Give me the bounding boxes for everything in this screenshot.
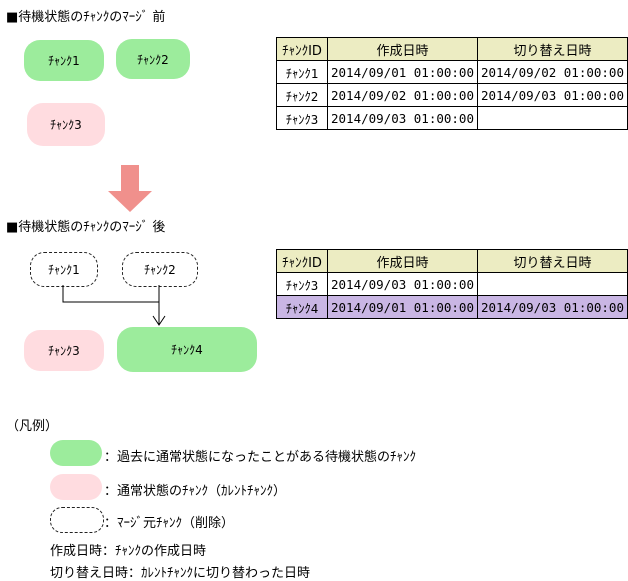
legend-note-created: 作成日時：ﾁｬﾝｸの作成日時 (50, 544, 207, 559)
legend-green-label: ：過去に通常状態になったことがある待機状態のﾁｬﾝｸ (104, 450, 417, 465)
cell-switched: 2014/09/02 01:00:00 (477, 60, 628, 84)
after-section-title: ■待機状態のﾁｬﾝｸのﾏｰｼﾞ 後 (6, 220, 166, 235)
cell-switched (477, 106, 628, 130)
after-chunk3: ﾁｬﾝｸ3 (24, 330, 104, 371)
cell-chunk-id: ﾁｬﾝｸ2 (276, 83, 328, 107)
table-row-highlighted: ﾁｬﾝｸ4 2014/09/01 01:00:00 2014/09/03 01:… (276, 295, 628, 319)
before-chunk3: ﾁｬﾝｸ3 (27, 103, 105, 146)
table-row: ﾁｬﾝｸ3 2014/09/03 01:00:00 (276, 272, 628, 296)
legend-note-switched: 切り替え日時：ｶﾚﾝﾄﾁｬﾝｸに切り替わった日時 (50, 566, 311, 581)
col-header-created: 作成日時 (327, 249, 478, 273)
col-header-chunk-id: ﾁｬﾝｸID (276, 37, 328, 61)
cell-switched: 2014/09/03 01:00:00 (477, 83, 628, 107)
legend-title: （凡例） (6, 419, 59, 434)
after-table-header-row: ﾁｬﾝｸID 作成日時 切り替え日時 (276, 249, 628, 273)
before-chunk1: ﾁｬﾝｸ1 (24, 40, 104, 81)
merge-connector-lines (62, 285, 166, 326)
table-row: ﾁｬﾝｸ1 2014/09/01 01:00:00 2014/09/02 01:… (276, 60, 628, 84)
before-table: ﾁｬﾝｸID 作成日時 切り替え日時 ﾁｬﾝｸ1 2014/09/01 01:0… (276, 37, 628, 130)
cell-created: 2014/09/02 01:00:00 (327, 83, 478, 107)
cell-chunk-id: ﾁｬﾝｸ4 (276, 295, 328, 319)
legend-dashed-swatch (50, 507, 104, 533)
legend-dashed-label: ：ﾏｰｼﾞ元ﾁｬﾝｸ（削除） (104, 516, 235, 531)
col-header-switched: 切り替え日時 (477, 37, 628, 61)
cell-created: 2014/09/01 01:00:00 (327, 295, 478, 319)
cell-switched (477, 272, 628, 296)
cell-created: 2014/09/03 01:00:00 (327, 106, 478, 130)
merge-transition-arrow-icon (108, 165, 152, 212)
cell-chunk-id: ﾁｬﾝｸ3 (276, 272, 328, 296)
legend-pink-label: ：通常状態のﾁｬﾝｸ（ｶﾚﾝﾄﾁｬﾝｸ） (104, 484, 287, 499)
before-table-header-row: ﾁｬﾝｸID 作成日時 切り替え日時 (276, 37, 628, 61)
cell-created: 2014/09/03 01:00:00 (327, 272, 478, 296)
after-chunk4: ﾁｬﾝｸ4 (117, 327, 257, 372)
after-table: ﾁｬﾝｸID 作成日時 切り替え日時 ﾁｬﾝｸ3 2014/09/03 01:0… (276, 249, 628, 319)
legend-pink-swatch (50, 474, 102, 500)
table-row: ﾁｬﾝｸ2 2014/09/02 01:00:00 2014/09/03 01:… (276, 83, 628, 107)
after-merged-chunk2: ﾁｬﾝｸ2 (122, 252, 198, 287)
cell-chunk-id: ﾁｬﾝｸ1 (276, 60, 328, 84)
table-row: ﾁｬﾝｸ3 2014/09/03 01:00:00 (276, 106, 628, 130)
legend-green-swatch (50, 440, 102, 466)
col-header-created: 作成日時 (327, 37, 478, 61)
cell-switched: 2014/09/03 01:00:00 (477, 295, 628, 319)
after-merged-chunk1: ﾁｬﾝｸ1 (30, 252, 98, 287)
col-header-switched: 切り替え日時 (477, 249, 628, 273)
cell-chunk-id: ﾁｬﾝｸ3 (276, 106, 328, 130)
cell-created: 2014/09/01 01:00:00 (327, 60, 478, 84)
before-chunk2: ﾁｬﾝｸ2 (116, 39, 190, 79)
col-header-chunk-id: ﾁｬﾝｸID (276, 249, 328, 273)
before-section-title: ■待機状態のﾁｬﾝｸのﾏｰｼﾞ 前 (6, 10, 166, 25)
